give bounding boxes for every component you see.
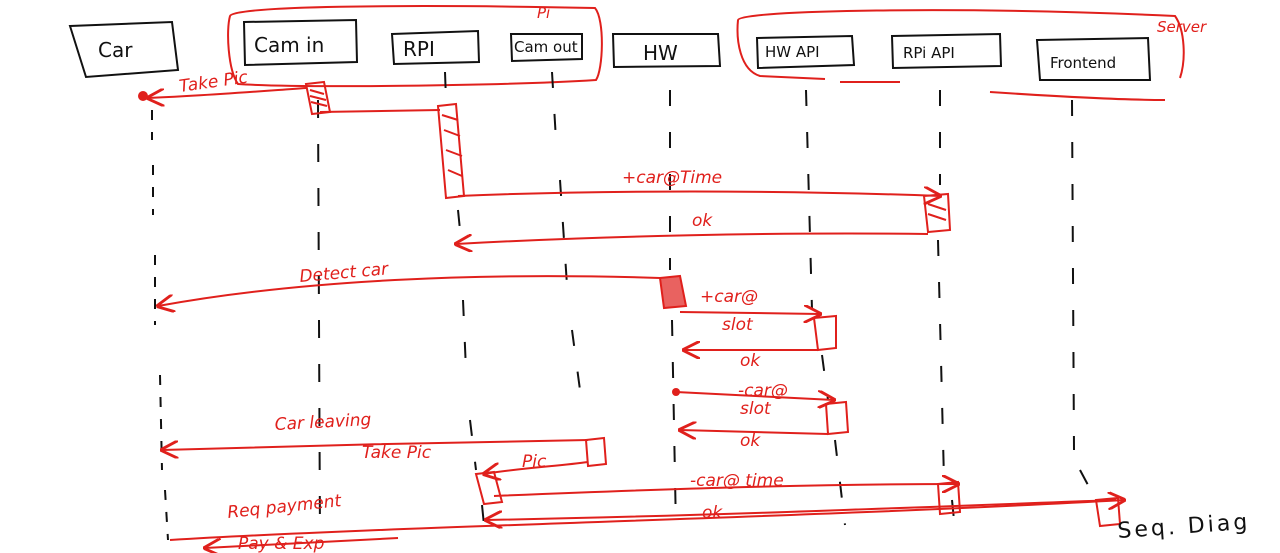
actor-cam-in-label: Cam in: [254, 33, 324, 57]
diagram-caption: Seq. Diag: [1117, 510, 1251, 544]
arrow-pay-exp: [205, 537, 399, 548]
actor-hw-api: HW API: [755, 34, 856, 526]
label-car-at-slot-2b: slot: [740, 399, 772, 419]
label-car-at-time-1: +car@Time: [622, 168, 722, 188]
lifeline-hw-api: [805, 89, 846, 526]
arrow-camin-to-rpi: [319, 109, 441, 113]
pi-group: Pi: [227, 4, 603, 88]
arrow-detect-car: [158, 275, 661, 306]
actor-rpi-api-label: RPi API: [903, 44, 955, 62]
activation-hw-api-1: [812, 314, 837, 352]
actor-rpi-label: RPI: [403, 37, 435, 61]
label-pay-exp: Pay & Exp: [238, 534, 325, 553]
actor-hw-label: HW: [643, 41, 678, 65]
lifeline-hw: [669, 90, 677, 531]
arrow-ok-1: [456, 232, 929, 244]
actor-rpi-api: RPi API: [890, 32, 1003, 541]
label-pic: Pic: [522, 452, 547, 472]
label-car-at-slot-2: -car@: [738, 381, 788, 401]
label-ok-2: ok: [740, 351, 761, 371]
lifeline-cam-out: [551, 71, 581, 391]
label-car-at-slot-1: +car@: [700, 287, 758, 307]
activation-hw-1: [658, 274, 688, 310]
server-group: Server: [736, 9, 1207, 101]
lifeline-rpi-api: [937, 90, 957, 541]
arrow-take-pic-1: [148, 87, 307, 98]
label-ok-3: ok: [740, 431, 761, 451]
actor-cam-out-label: Cam out: [514, 38, 578, 56]
arrow-car-leaving: [162, 439, 589, 450]
activation-rpi-2: [474, 470, 504, 506]
lifeline-car: [151, 110, 169, 541]
activation-rpi-api-1: [922, 192, 952, 234]
arrow-pic: [484, 461, 589, 474]
actor-cam-in: Cam in: [242, 18, 359, 541]
actor-hw-api-label: HW API: [765, 43, 820, 61]
lifeline-frontend: [1071, 99, 1097, 501]
actor-car: Car: [68, 20, 180, 541]
arrow-car-at-time-1: [457, 192, 940, 197]
arrow-req-payment: [169, 500, 1124, 541]
pi-group-label: Pi: [537, 4, 551, 22]
arrow-car-at-time-2: [493, 484, 958, 497]
actor-frontend-label: Frontend: [1050, 54, 1116, 72]
label-car-at-time-2: -car@ time: [690, 471, 784, 491]
arrow-car-at-slot-1: [679, 312, 820, 314]
label-req-payment: Req payment: [226, 491, 343, 523]
label-ok-1: ok: [692, 211, 713, 231]
actor-frontend: Frontend: [1035, 36, 1152, 501]
label-ok-4: ok: [702, 503, 723, 523]
activation-hw-api-2: [824, 400, 850, 436]
activation-cam-out: [584, 436, 608, 468]
label-take-pic-2: Take Pic: [362, 443, 432, 463]
lifeline-rpi: [444, 71, 487, 546]
arrow-ok-3: [680, 430, 829, 434]
server-group-label: Server: [1157, 18, 1207, 36]
actor-hw: HW: [611, 33, 722, 531]
label-detect-car: Detect car: [299, 259, 390, 287]
label-car-at-slot-1b: slot: [722, 315, 754, 335]
lifeline-cam-in: [317, 99, 321, 541]
arrow-ok-4: [486, 499, 1117, 520]
label-car-leaving: Car leaving: [274, 410, 372, 435]
actor-cam-out: Cam out: [509, 33, 583, 391]
arrow-car-at-slot-2: [675, 392, 834, 400]
actor-rpi: RPI: [390, 29, 487, 546]
actor-car-label: Car: [98, 38, 133, 62]
